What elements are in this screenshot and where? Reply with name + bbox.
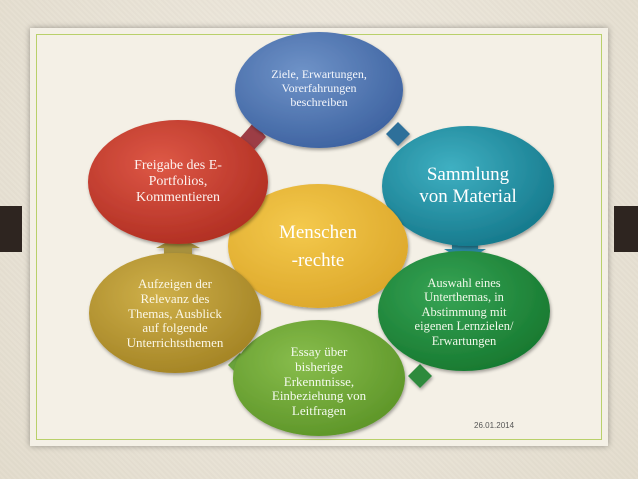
right-slide-tab xyxy=(614,206,638,252)
node-essay-label: Essay über bisherige Erkenntnisse, Einbe… xyxy=(271,343,367,419)
arrow-ziele-to-sammlung xyxy=(386,122,410,146)
node-aufzeigen xyxy=(89,253,261,373)
arrow-aufzeigen-to-freigabe xyxy=(156,236,200,256)
node-sammlung-label: Sammlung von Material xyxy=(419,164,517,207)
node-menschenrechte xyxy=(228,184,408,308)
node-auswahl xyxy=(378,251,550,371)
node-auswahl-label: Auswahl eines Unterthemas, in Abstimmung… xyxy=(414,276,514,348)
node-freigabe xyxy=(88,120,268,244)
left-slide-tab xyxy=(0,206,22,252)
node-aufzeigen-label: Aufzeigen der Relevanz des Themas, Ausbl… xyxy=(126,275,224,351)
node-sammlung xyxy=(382,126,554,246)
center-label: Menschen -rechte xyxy=(278,222,358,271)
node-ziele xyxy=(235,32,403,148)
node-essay xyxy=(233,320,405,436)
arrow-auswahl-to-essay xyxy=(408,364,432,388)
node-ziele-label: Ziele, Erwartungen, Vorerfahrungen besch… xyxy=(271,67,367,109)
slide-date: 26.01.2014 xyxy=(474,421,515,430)
node-freigabe-label: Freigabe des E- Portfolios, Kommentieren xyxy=(134,157,222,206)
